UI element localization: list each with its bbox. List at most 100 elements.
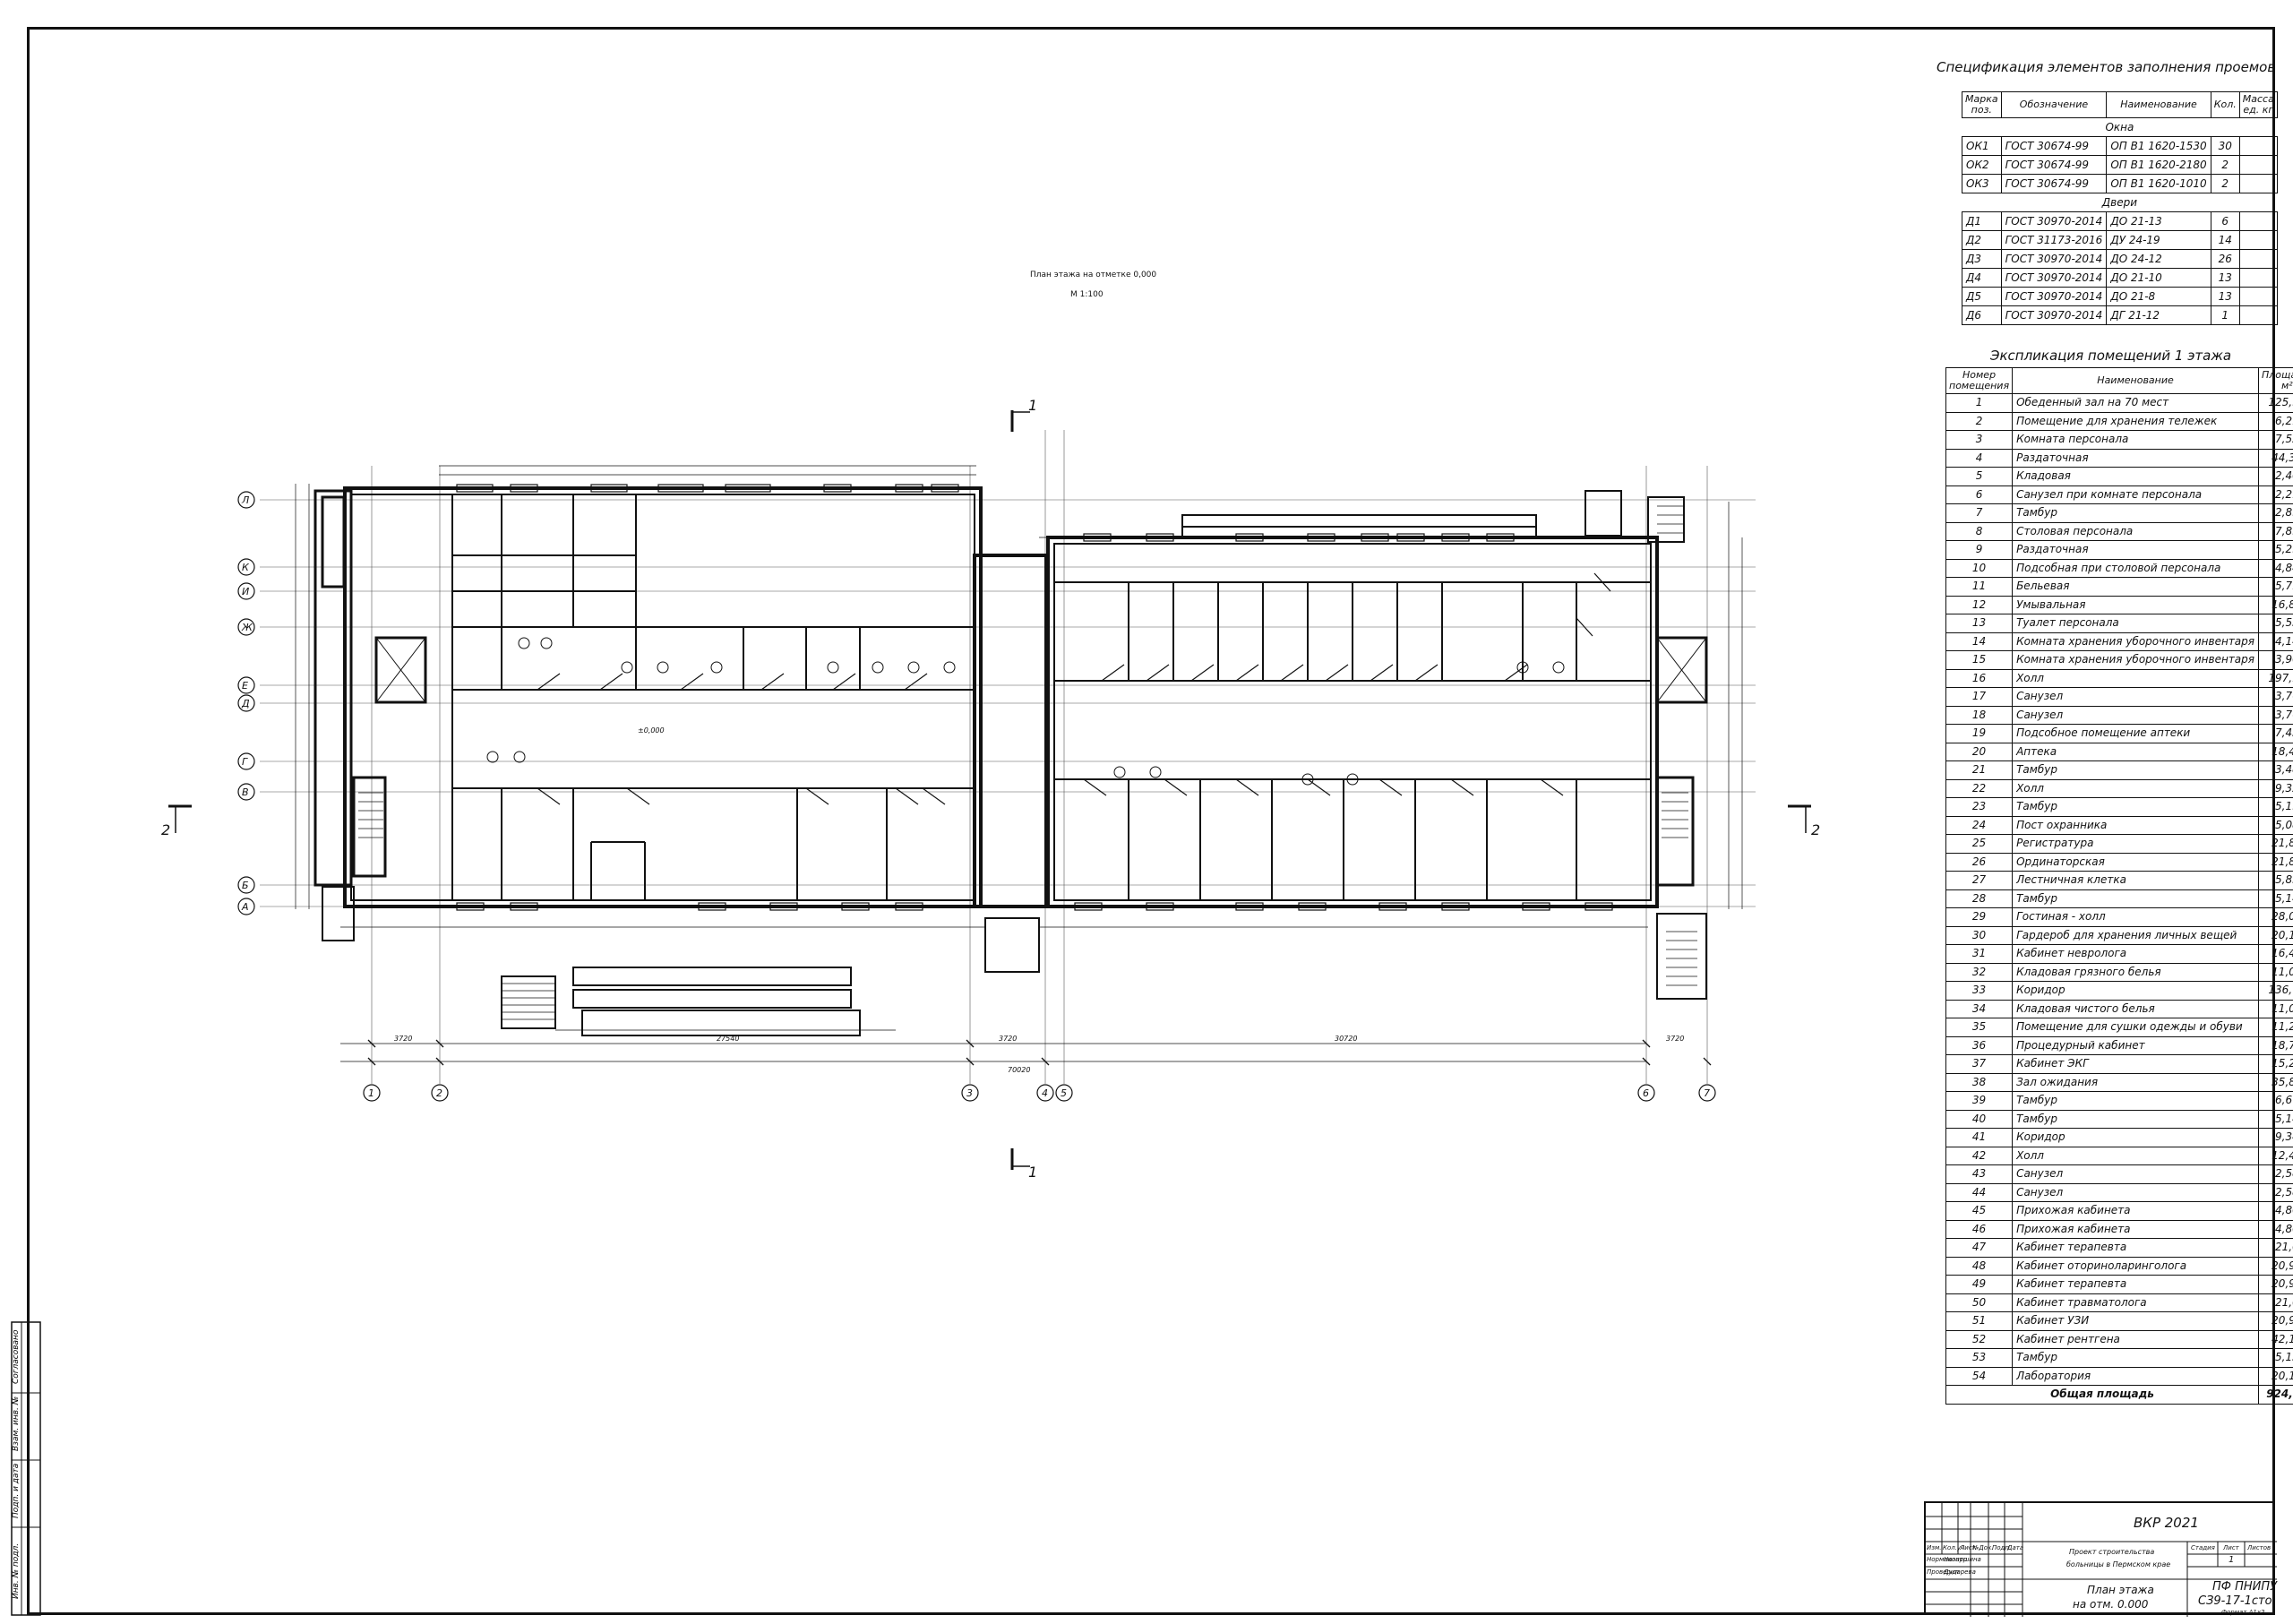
room-number: 9 (1945, 540, 2014, 560)
room-number: 25 (1945, 834, 2014, 854)
room-area: 5,53 (2258, 614, 2293, 633)
room-number: 4 (1945, 448, 2014, 468)
room-area: 44,34 (2258, 448, 2293, 468)
strip-vzam: Взам. инв. № (12, 1396, 21, 1451)
room-name: Кладовая грязного белья (2012, 962, 2259, 982)
room-number: 2 (1945, 411, 2014, 431)
axis-4: 4 (1042, 1087, 1048, 1099)
room-name: Комната персонала (2012, 430, 2259, 450)
stamp-col-list: Лист (1960, 1544, 1976, 1551)
spec-cell: ГОСТ 31173-2016 (2000, 230, 2108, 250)
room-area: 2,21 (2258, 485, 2293, 504)
room-number: 21 (1945, 760, 2014, 780)
room-area: 6,67 (2258, 1091, 2293, 1111)
spec-cell: Д6 (1962, 305, 2002, 325)
spec-cell (2238, 136, 2278, 156)
room-name: Кладовая чистого белья (2012, 999, 2259, 1018)
room-area: 16,42 (2258, 944, 2293, 964)
room-number: 17 (1945, 687, 2014, 707)
room-number: 37 (1945, 1054, 2014, 1074)
spec-cell: ДУ 24-19 (2106, 230, 2211, 250)
room-area: 7,43 (2258, 724, 2293, 743)
room-area: 9,34 (2258, 1128, 2293, 1147)
spec-cell: Д4 (1962, 268, 2002, 288)
expl-h-name: Наименование (2012, 367, 2259, 394)
section-2-label-right: 2 (1811, 821, 1820, 838)
spec-cell: ОК2 (1962, 155, 2002, 175)
room-area: 125,98 (2258, 393, 2293, 413)
room-area: 5,71 (2258, 577, 2293, 597)
room-number: 8 (1945, 521, 2014, 541)
room-name: Тамбур (2012, 797, 2259, 817)
room-name: Санузел (2012, 1182, 2259, 1202)
room-number: 44 (1945, 1182, 2014, 1202)
dim-2: 27540 (717, 1035, 739, 1043)
axis-I: И (242, 586, 249, 597)
spec-section-name: Окна (1962, 117, 2278, 137)
spec-section-name: Двери (1962, 193, 2278, 212)
spec-cell: ДО 21-13 (2106, 211, 2211, 231)
spec-cell: ГОСТ 30970-2014 (2000, 268, 2108, 288)
spec-h-doc: Обозначение (2000, 91, 2108, 118)
room-number: 31 (1945, 944, 2014, 964)
spec-cell: ГОСТ 30970-2014 (2000, 305, 2108, 325)
room-area: 5,14 (2258, 1109, 2293, 1129)
spec-cell: ГОСТ 30970-2014 (2000, 287, 2108, 306)
spec-cell: Д2 (1962, 230, 2002, 250)
room-number: 33 (1945, 981, 2014, 1001)
stamp-sheet-h: Лист (2223, 1544, 2239, 1551)
spec-cell: Д1 (1962, 211, 2002, 231)
section-mark-2-left (168, 804, 192, 833)
room-number: 22 (1945, 778, 2014, 798)
room-area: 5,13 (2258, 1348, 2293, 1368)
room-area: 7,89 (2258, 521, 2293, 541)
room-number: 7 (1945, 503, 2014, 523)
room-area: 2,89 (2258, 503, 2293, 523)
spec-cell: ГОСТ 30674-99 (2000, 155, 2108, 175)
room-number: 14 (1945, 632, 2014, 651)
spec-cell: 14 (2210, 230, 2240, 250)
room-number: 19 (1945, 724, 2014, 743)
spec-h-mark: Марка поз. (1962, 91, 2002, 118)
spec-cell: ОП В1 1620-2180 (2106, 155, 2211, 175)
spec-cell: 30 (2210, 136, 2240, 156)
axis-2: 2 (436, 1087, 442, 1099)
room-name: Кладовая (2012, 467, 2259, 486)
room-number: 45 (1945, 1201, 2014, 1221)
room-name: Коридор (2012, 1128, 2259, 1147)
strip-agreed: Согласовано (12, 1329, 21, 1384)
room-name: Раздаточная (2012, 448, 2259, 468)
binding-strip: Инв. № подл. Подп. и дата Взам. инв. № С… (11, 1321, 41, 1616)
room-area: 5,85 (2258, 871, 2293, 890)
spec-cell: ГОСТ 30674-99 (2000, 136, 2108, 156)
room-area: 18,46 (2258, 742, 2293, 761)
stamp-col-izm: Изм. (1927, 1544, 1942, 1551)
room-name: Обеденный зал на 70 мест (2012, 393, 2259, 413)
axis-E: Е (242, 680, 248, 692)
room-name: Туалет персонала (2012, 614, 2259, 633)
section-mark-2-right (1788, 804, 1811, 833)
axis-6: 6 (1643, 1087, 1649, 1099)
room-area: 35,88 (2258, 1072, 2293, 1092)
